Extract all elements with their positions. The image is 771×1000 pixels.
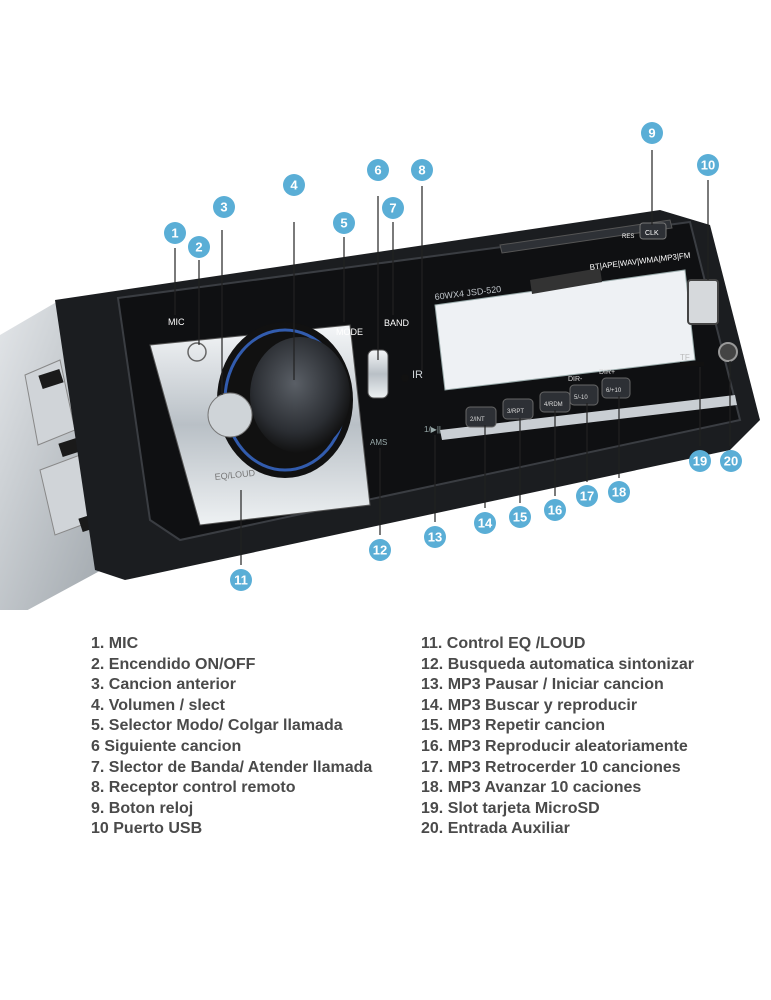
callout-8: 8 [411, 159, 433, 181]
play-pause-label: 1/▶|| [424, 425, 441, 434]
callout-14: 14 [474, 512, 496, 534]
callout-13: 13 [424, 526, 446, 548]
legend-item: 7. Slector de Banda/ Atender llamada [91, 758, 373, 776]
legend-item: 8. Receptor control remoto [91, 779, 296, 797]
callout-17: 17 [576, 485, 598, 507]
ir-label: IR [412, 369, 423, 381]
btn-5-label: 5/-10 [574, 395, 588, 401]
legend-item: 3. Cancion anterior [91, 676, 236, 694]
svg-text:17: 17 [580, 489, 594, 504]
leader-lines [174, 150, 731, 565]
legend-item: 20. Entrada Auxiliar [421, 820, 570, 838]
legend-item: 4. Volumen / slect [91, 696, 225, 714]
btn-3-label: 3/RPT [507, 409, 524, 415]
legend-item: 5. Selector Modo/ Colgar llamada [91, 717, 343, 735]
svg-text:1: 1 [171, 226, 178, 241]
dir-minus-label: DIR- [568, 376, 583, 383]
legend-item: 14. MP3 Buscar y reproducir [421, 696, 638, 714]
display-screen [434, 268, 696, 391]
legend-item: 12. Busqueda automatica sintonizar [421, 655, 694, 673]
mode-label: MODE [336, 327, 363, 337]
btn-2-label: 2/INT [470, 417, 485, 423]
svg-text:8: 8 [418, 163, 425, 178]
callout-7: 7 [382, 197, 404, 219]
int-button[interactable] [465, 406, 497, 428]
svg-text:20: 20 [724, 454, 738, 469]
svg-text:11: 11 [234, 573, 248, 588]
svg-text:13: 13 [428, 530, 442, 545]
tf-label: TF [680, 353, 690, 362]
callout-18: 18 [608, 481, 630, 503]
ams-label: AMS [370, 438, 387, 447]
svg-text:10: 10 [701, 158, 715, 173]
svg-text:4: 4 [290, 178, 298, 193]
usb-port[interactable] [687, 279, 719, 325]
legend-item: 18. MP3 Avanzar 10 caciones [421, 779, 642, 797]
btn-4-label: 4/RDM [544, 402, 563, 408]
callout-2: 2 [188, 236, 210, 258]
legend-item: 2. Encendido ON/OFF [91, 655, 256, 673]
legend-item: 17. MP3 Retrocerder 10 canciones [421, 758, 681, 776]
volume-knob[interactable] [207, 322, 353, 478]
svg-text:15: 15 [513, 510, 527, 525]
legend-item: 1. MIC [91, 635, 139, 652]
svg-text:3: 3 [220, 200, 227, 215]
res-label: RES [622, 234, 634, 240]
callout-5: 5 [333, 212, 355, 234]
legend-item: 6 Siguiente cancion [91, 737, 242, 755]
rpt-button[interactable] [502, 398, 534, 420]
svg-text:12: 12 [373, 543, 387, 558]
callout-20: 20 [720, 450, 742, 472]
clock-button[interactable] [639, 222, 667, 240]
svg-text:6: 6 [374, 163, 381, 178]
callout-1: 1 [164, 222, 186, 244]
metal-chassis [0, 300, 120, 625]
plus10-button[interactable] [601, 377, 631, 399]
svg-text:16: 16 [548, 503, 562, 518]
svg-text:9: 9 [648, 126, 655, 141]
legend-item: 9. Boton reloj [91, 799, 194, 817]
callout-3: 3 [213, 196, 235, 218]
btn-6-label: 6/+10 [606, 388, 622, 394]
svg-text:7: 7 [389, 201, 396, 216]
car-stereo-illustration: 60WX4 JSD-520 BT|APE|WAV|WMA|MP3|FM MIC … [0, 122, 760, 625]
svg-text:19: 19 [693, 454, 707, 469]
svg-text:14: 14 [478, 516, 493, 531]
svg-text:18: 18 [612, 485, 626, 500]
callout-16: 16 [544, 499, 566, 521]
legend-left-column: 1. MIC 2. Encendido ON/OFF 3. Cancion an… [91, 634, 372, 840]
band-label: BAND [384, 318, 410, 328]
callout-4: 4 [283, 174, 305, 196]
callout-12: 12 [369, 539, 391, 561]
minus10-button[interactable] [569, 384, 599, 406]
ir-receiver [401, 374, 409, 382]
legend-item: 16. MP3 Reproducir aleatoriamente [421, 737, 688, 755]
callout-19: 19 [689, 450, 711, 472]
callout-11: 11 [230, 569, 252, 591]
clk-label: CLK [645, 230, 659, 237]
power-button[interactable] [187, 342, 207, 362]
faceplate [55, 210, 760, 580]
mp3-button-row [465, 377, 631, 428]
callout-6: 6 [367, 159, 389, 181]
svg-text:5: 5 [340, 216, 347, 231]
callout-10: 10 [697, 154, 719, 176]
aux-jack[interactable] [718, 342, 738, 362]
mic-label: MIC [168, 317, 185, 327]
dir-plus-label: DIR+ [599, 369, 615, 376]
legend-item: 11. Control EQ /LOUD [421, 635, 586, 652]
legend-item: 10 Puerto USB [91, 820, 203, 838]
legend-item: 15. MP3 Repetir cancion [421, 717, 606, 735]
callout-15: 15 [509, 506, 531, 528]
legend-item: 13. MP3 Pausar / Iniciar cancion [421, 676, 664, 694]
svg-text:2: 2 [195, 240, 202, 255]
legend-right-column: 11. Control EQ /LOUD 12. Busqueda automa… [421, 634, 694, 840]
microsd-slot[interactable] [680, 362, 704, 366]
eq-loud-label: EQ/LOUD [214, 468, 256, 482]
legend-item: 19. Slot tarjeta MicroSD [421, 799, 600, 817]
callout-9: 9 [641, 122, 663, 144]
